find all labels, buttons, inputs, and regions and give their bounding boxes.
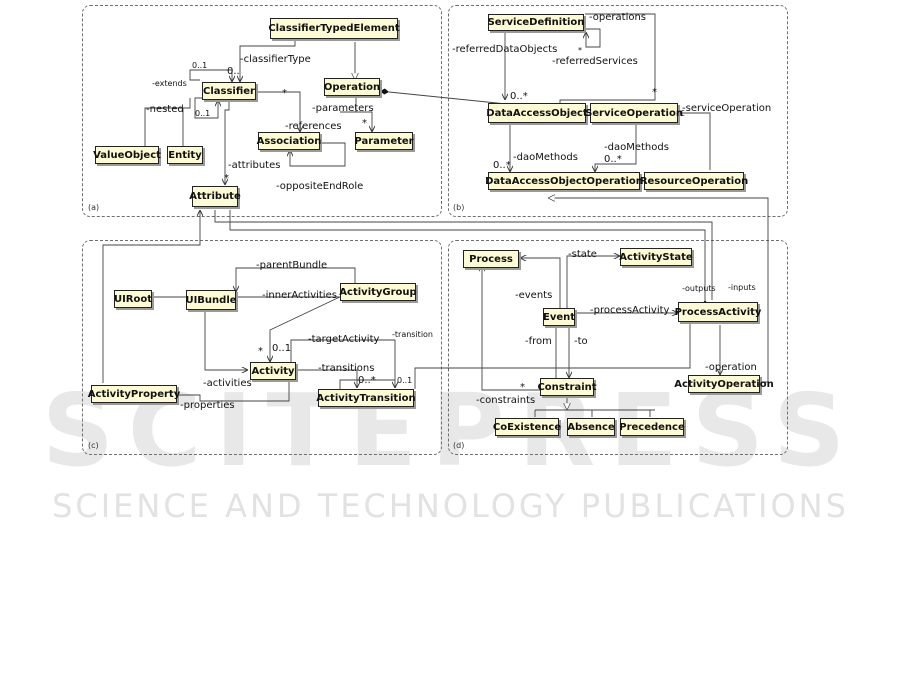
panel-c-tag: (c) (88, 441, 99, 450)
role-opposite-end-role: -oppositeEndRole (276, 181, 364, 192)
role-target-activity: -targetActivity (308, 334, 380, 345)
class-activity-transition[interactable]: ActivityTransition (316, 389, 416, 407)
panel-b-tag: (b) (453, 203, 465, 212)
class-constraint[interactable]: Constraint (537, 378, 597, 396)
role-events: -events (515, 290, 553, 301)
class-data-access-object[interactable]: DataAccessObject (486, 103, 588, 123)
role-extends: -extends (152, 79, 187, 88)
role-process-activity: -processActivity (590, 305, 670, 316)
mult-inner-activities: * (258, 346, 263, 357)
class-absence[interactable]: Absence (567, 418, 615, 436)
role-dao-methods-b: -daoMethods (604, 142, 669, 153)
class-co-existence[interactable]: CoExistence (493, 418, 561, 436)
mult-dao-methods-a: 0..* (493, 160, 511, 171)
mult-references: * (282, 88, 287, 99)
role-referred-services: -referredServices (552, 56, 638, 67)
role-referred-data-objects: -referredDataObjects (452, 44, 558, 55)
class-attribute[interactable]: Attribute (189, 186, 241, 207)
role-transitions: -transitions (318, 363, 375, 374)
class-parameter[interactable]: Parameter (354, 132, 414, 150)
mult-constraints: * (520, 382, 525, 393)
role-to: -to (574, 336, 588, 347)
class-value-object[interactable]: ValueObject (93, 146, 161, 164)
panel-d (448, 240, 788, 455)
role-constraints: -constraints (476, 395, 536, 406)
mult-parameters: * (362, 118, 367, 129)
mult-extends: 0..1 (192, 61, 208, 70)
role-service-operation: -serviceOperation (682, 103, 772, 114)
class-activity-group[interactable]: ActivityGroup (339, 283, 417, 301)
class-activity-property[interactable]: ActivityProperty (88, 385, 180, 403)
class-entity[interactable]: Entity (167, 146, 203, 164)
class-event[interactable]: Event (543, 308, 575, 326)
class-association[interactable]: Association (257, 132, 321, 150)
role-parent-bundle: -parentBundle (256, 260, 328, 271)
role-references: -references (285, 121, 342, 132)
class-data-access-object-operation[interactable]: DataAccessObjectOperation (485, 172, 643, 190)
panel-b (448, 5, 788, 217)
class-precedence[interactable]: Precedence (619, 418, 685, 436)
mult-referred-data-objects: 0..* (510, 91, 528, 102)
class-operation[interactable]: Operation (324, 78, 380, 96)
class-ui-bundle[interactable]: UIBundle (185, 290, 237, 310)
role-state: -state (568, 249, 597, 260)
role-classifier-type: -classifierType (240, 54, 311, 65)
panel-d-tag: (d) (453, 441, 465, 450)
class-classifier[interactable]: Classifier (202, 82, 256, 100)
role-outputs: -outputs (682, 284, 716, 293)
role-inner-activities: -innerActivities (262, 290, 337, 301)
role-properties: -properties (180, 400, 235, 411)
role-inputs: -inputs (728, 283, 756, 292)
mult-dao-methods-b: 0..* (604, 154, 622, 165)
class-service-definition[interactable]: ServiceDefinition (488, 14, 584, 31)
mult-operations: * (652, 87, 657, 98)
mult-nested: 0..1 (195, 109, 211, 118)
panel-a-tag: (a) (88, 203, 100, 212)
role-parameters: -parameters (312, 103, 374, 114)
role-activities: -activities (203, 378, 252, 389)
watermark-subtitle: SCIENCE AND TECHNOLOGY PUBLICATIONS (52, 487, 849, 525)
mult-transition: 0..1 (397, 376, 413, 385)
class-activity-operation[interactable]: ActivityOperation (674, 375, 774, 393)
role-operation: -operation (705, 362, 757, 373)
class-process-activity[interactable]: ProcessActivity (675, 302, 761, 322)
role-from: -from (525, 336, 552, 347)
class-process[interactable]: Process (463, 250, 519, 268)
mult-referred-services: * (578, 46, 582, 55)
role-dao-methods-a: -daoMethods (513, 152, 578, 163)
mult-target-activity: 0..1 (272, 343, 292, 354)
class-activity[interactable]: Activity (250, 362, 296, 380)
class-activity-state[interactable]: ActivityState (619, 248, 693, 266)
mult-attributes: * (224, 173, 229, 184)
mult-transitions: 0..* (358, 375, 376, 386)
class-resource-operation[interactable]: ResourceOperation (640, 172, 748, 190)
mult-classifier-type: 0.. (227, 66, 240, 77)
class-ui-root[interactable]: UIRoot (114, 290, 152, 308)
role-transition: -transition (392, 330, 433, 339)
panel-a (82, 5, 442, 217)
panel-c (82, 240, 442, 455)
class-classifier-typed-element[interactable]: ClassifierTypedElement (268, 18, 400, 39)
role-nested: -nested (146, 104, 184, 115)
class-service-operation[interactable]: ServiceOperation (585, 103, 683, 123)
role-operations: -operations (589, 12, 647, 23)
role-attributes: -attributes (228, 160, 281, 171)
